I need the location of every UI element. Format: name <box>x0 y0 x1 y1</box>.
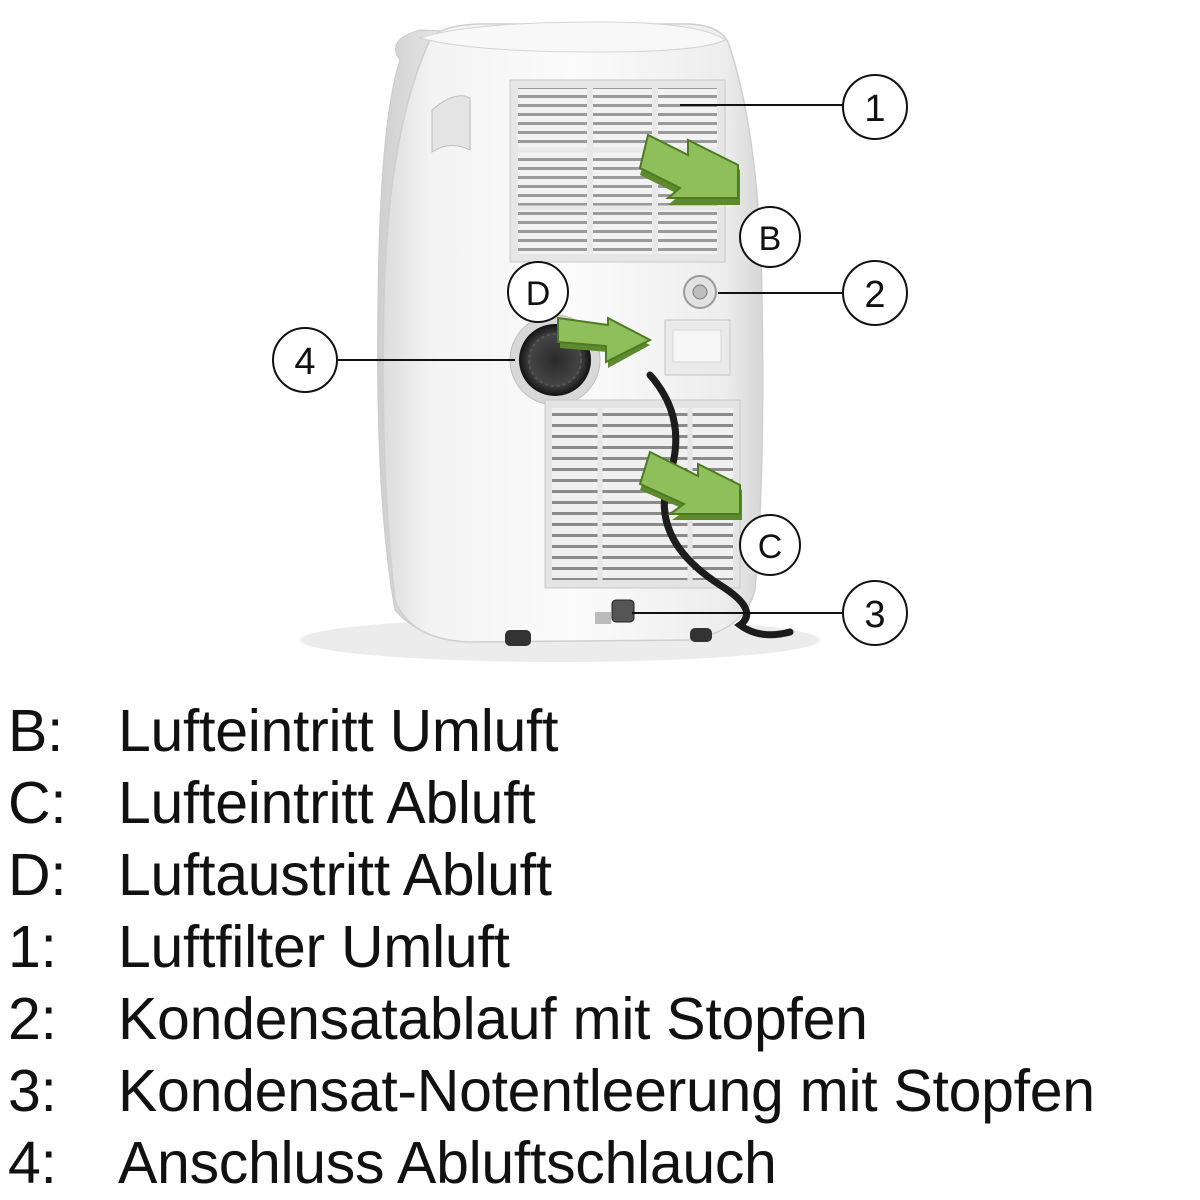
air-conditioner-diagram: 1 2 3 4 B C D <box>272 21 908 662</box>
svg-text:D: D <box>526 275 551 313</box>
legend-text: Luftaustritt Abluft <box>118 842 552 908</box>
svg-text:4: 4 <box>294 341 315 383</box>
callout-4: 4 <box>272 327 338 393</box>
legend-key: 4: <box>8 1130 57 1196</box>
callout-circle <box>842 260 908 326</box>
legend-key: 2: <box>8 986 57 1052</box>
wheel <box>690 628 712 642</box>
callout-circle <box>507 261 569 323</box>
legend-row-3: 3: Kondensat-Notentleerung mit Stopfen <box>8 1055 1200 1127</box>
legend-text: Luftfilter Umluft <box>118 914 510 980</box>
legend-text: Lufteintritt Abluft <box>118 770 536 836</box>
power-cord <box>646 371 794 639</box>
callout-B: B <box>739 206 801 268</box>
legend-key: C: <box>8 770 67 836</box>
callout-circle <box>739 206 801 268</box>
callout-circle <box>842 74 908 140</box>
callout-C: C <box>739 514 801 576</box>
legend-row-2: 2: Kondensatablauf mit Stopfen <box>8 983 1200 1055</box>
legend-key: D: <box>8 842 67 908</box>
callout-circle <box>272 327 338 393</box>
emergency-drain-plug <box>611 599 635 623</box>
svg-text:3: 3 <box>864 594 885 636</box>
arrow-icon-intake-bottom <box>638 450 742 520</box>
legend-row-4: 4: Anschluss Abluftschlauch <box>8 1127 1200 1199</box>
svg-text:2: 2 <box>864 274 885 316</box>
legend: B: Lufteintritt Umluft C: Lufteintritt A… <box>8 695 1200 1199</box>
legend-text: Lufteintritt Umluft <box>118 698 559 764</box>
wheel <box>505 630 531 646</box>
svg-text:C: C <box>758 528 783 566</box>
callout-1: 1 <box>842 74 908 140</box>
callout-circle <box>842 580 908 646</box>
legend-text: Kondensatablauf mit Stopfen <box>118 986 868 1052</box>
legend-key: 1: <box>8 914 57 980</box>
legend-row-1: 1: Luftfilter Umluft <box>8 911 1200 983</box>
legend-text: Anschluss Abluftschlauch <box>118 1130 777 1196</box>
leader-lines <box>338 104 845 614</box>
legend-row-B: B: Lufteintritt Umluft <box>8 695 1200 767</box>
legend-row-D: D: Luftaustritt Abluft <box>8 839 1200 911</box>
legend-row-C: C: Lufteintritt Abluft <box>8 767 1200 839</box>
legend-key: B: <box>8 698 64 764</box>
arrow-icon-intake-top <box>638 133 740 205</box>
legend-key: 3: <box>8 1058 57 1124</box>
callout-circle <box>739 514 801 576</box>
side-handle <box>431 95 471 153</box>
svg-text:B: B <box>759 220 782 258</box>
callout-2: 2 <box>842 260 908 326</box>
svg-text:1: 1 <box>864 88 885 130</box>
legend-text: Kondensat-Notentleerung mit Stopfen <box>118 1058 1095 1124</box>
callout-D: D <box>507 261 569 323</box>
callout-3: 3 <box>842 580 908 646</box>
arrow-icon-outlet <box>557 316 653 368</box>
